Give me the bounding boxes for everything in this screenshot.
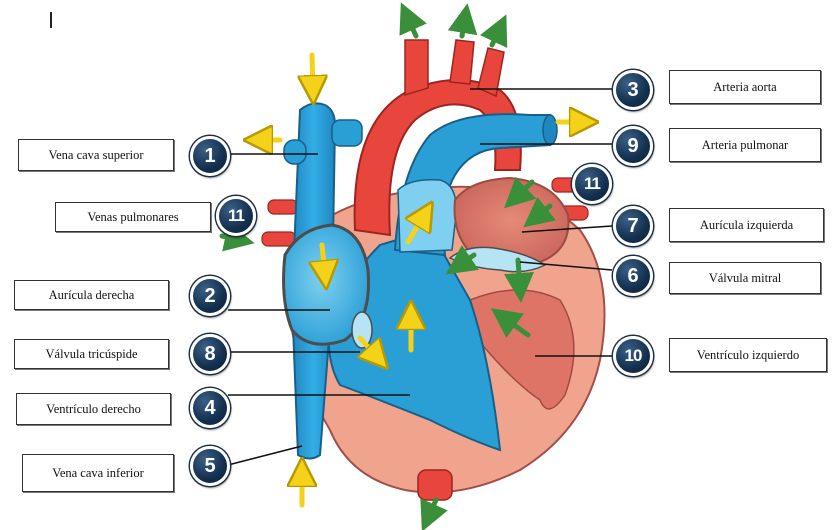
descending-aorta <box>418 470 452 500</box>
label-ventriculo-derecho: Ventrículo derecho <box>16 393 171 425</box>
label-valvula-mitral: Válvula mitral <box>669 262 821 294</box>
text-cursor-mark <box>50 12 52 28</box>
vena-cava-branch <box>284 140 306 164</box>
label-text: Vena cava inferior <box>52 466 144 481</box>
label-venas-pulmonares: Venas pulmonares <box>55 202 211 232</box>
badge-10: 10 <box>613 336 653 376</box>
label-text: Ventrículo izquierdo <box>697 348 799 363</box>
aortic-branch-1 <box>405 40 428 95</box>
badge-9: 9 <box>613 126 653 166</box>
badge-8: 8 <box>190 334 230 374</box>
label-auricula-izquierda: Aurícula izquierda <box>669 208 824 242</box>
label-vena-cava-superior: Vena cava superior <box>18 139 174 171</box>
label-text: Aurícula derecha <box>49 288 135 303</box>
pulmonary-artery-left-branch <box>332 120 362 146</box>
badge-1: 1 <box>190 136 230 176</box>
badge-11-right: 11 <box>572 164 612 204</box>
badge-6: 6 <box>613 256 653 296</box>
label-text: Válvula mitral <box>709 271 782 286</box>
label-text: Vena cava superior <box>48 148 143 163</box>
badge-2: 2 <box>190 276 230 316</box>
badge-5: 5 <box>190 446 230 486</box>
badge-4: 4 <box>190 388 230 428</box>
pulmonary-vein-left-1 <box>268 200 298 214</box>
badge-3: 3 <box>613 70 653 110</box>
label-arteria-pulmonar: Arteria pulmonar <box>669 128 821 162</box>
label-text: Ventrículo derecho <box>46 402 141 417</box>
badge-11-left: 11 <box>216 196 256 236</box>
label-text: Venas pulmonares <box>87 210 178 225</box>
aortic-branch-2 <box>450 40 474 84</box>
label-auricula-derecha: Aurícula derecha <box>14 280 169 310</box>
badge-7: 7 <box>613 206 653 246</box>
label-text: Arteria pulmonar <box>702 138 788 153</box>
label-text: Válvula tricúspide <box>46 347 138 362</box>
label-vena-cava-inferior: Vena cava inferior <box>22 454 174 492</box>
label-ventriculo-izquierdo: Ventrículo izquierdo <box>669 338 827 372</box>
label-valvula-tricuspide: Válvula tricúspide <box>14 339 169 369</box>
label-text: Arteria aorta <box>713 80 777 95</box>
label-text: Aurícula izquierda <box>700 218 793 233</box>
label-arteria-aorta: Arteria aorta <box>669 70 821 104</box>
